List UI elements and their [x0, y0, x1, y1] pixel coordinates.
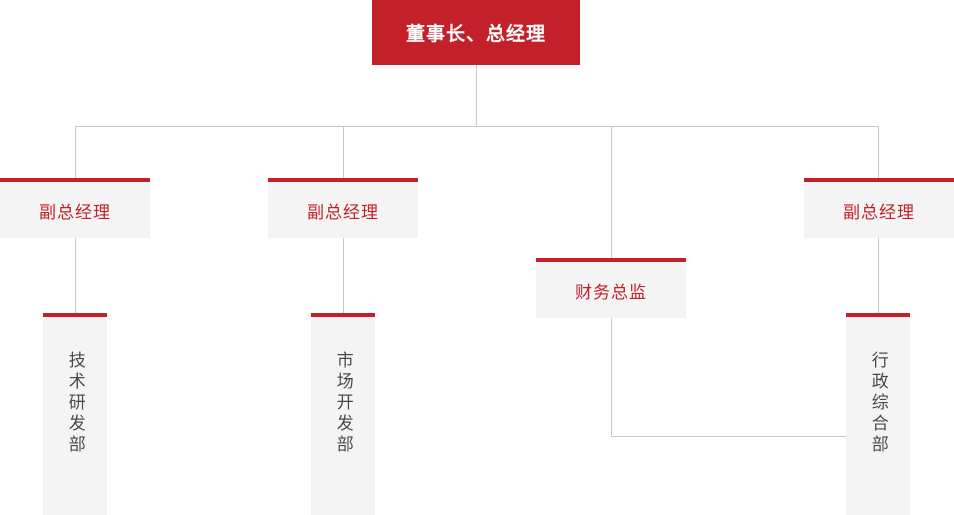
- node-department-administration[interactable]: 行政综合部: [846, 313, 910, 515]
- connector-manager1-to-dept1: [75, 237, 76, 313]
- node-department-technology-rd[interactable]: 技术研发部: [43, 313, 107, 515]
- node-finance-director[interactable]: 财务总监: [536, 258, 686, 318]
- node-deputy-general-manager-3[interactable]: 副总经理: [804, 178, 954, 238]
- node-department-market-development[interactable]: 市场开发部: [311, 313, 375, 515]
- node-department-administration-label: 行政综合部: [868, 351, 888, 456]
- node-department-technology-rd-label: 技术研发部: [65, 351, 85, 456]
- node-chairman-general-manager[interactable]: 董事长、总经理: [372, 0, 580, 65]
- connector-finance-drop: [611, 318, 612, 436]
- connector-drop-manager-4: [878, 126, 879, 178]
- connector-top-drop: [476, 65, 477, 126]
- node-department-market-development-label: 市场开发部: [333, 351, 353, 456]
- node-deputy-general-manager-2-label: 副总经理: [307, 202, 379, 222]
- connector-manager2-to-dept2: [343, 237, 344, 313]
- node-finance-director-label: 财务总监: [575, 282, 647, 302]
- connector-drop-manager-1: [75, 126, 76, 178]
- connector-drop-manager-3: [611, 126, 612, 258]
- node-deputy-general-manager-1-label: 副总经理: [39, 202, 111, 222]
- connector-manager4-to-dept3: [878, 237, 879, 313]
- connector-drop-manager-2: [343, 126, 344, 178]
- node-chairman-general-manager-label: 董事长、总经理: [405, 24, 546, 45]
- connector-finance-to-admin: [611, 436, 850, 437]
- node-deputy-general-manager-2[interactable]: 副总经理: [268, 178, 418, 238]
- connector-main-bus: [75, 126, 879, 127]
- node-deputy-general-manager-3-label: 副总经理: [843, 202, 915, 222]
- node-deputy-general-manager-1[interactable]: 副总经理: [0, 178, 150, 238]
